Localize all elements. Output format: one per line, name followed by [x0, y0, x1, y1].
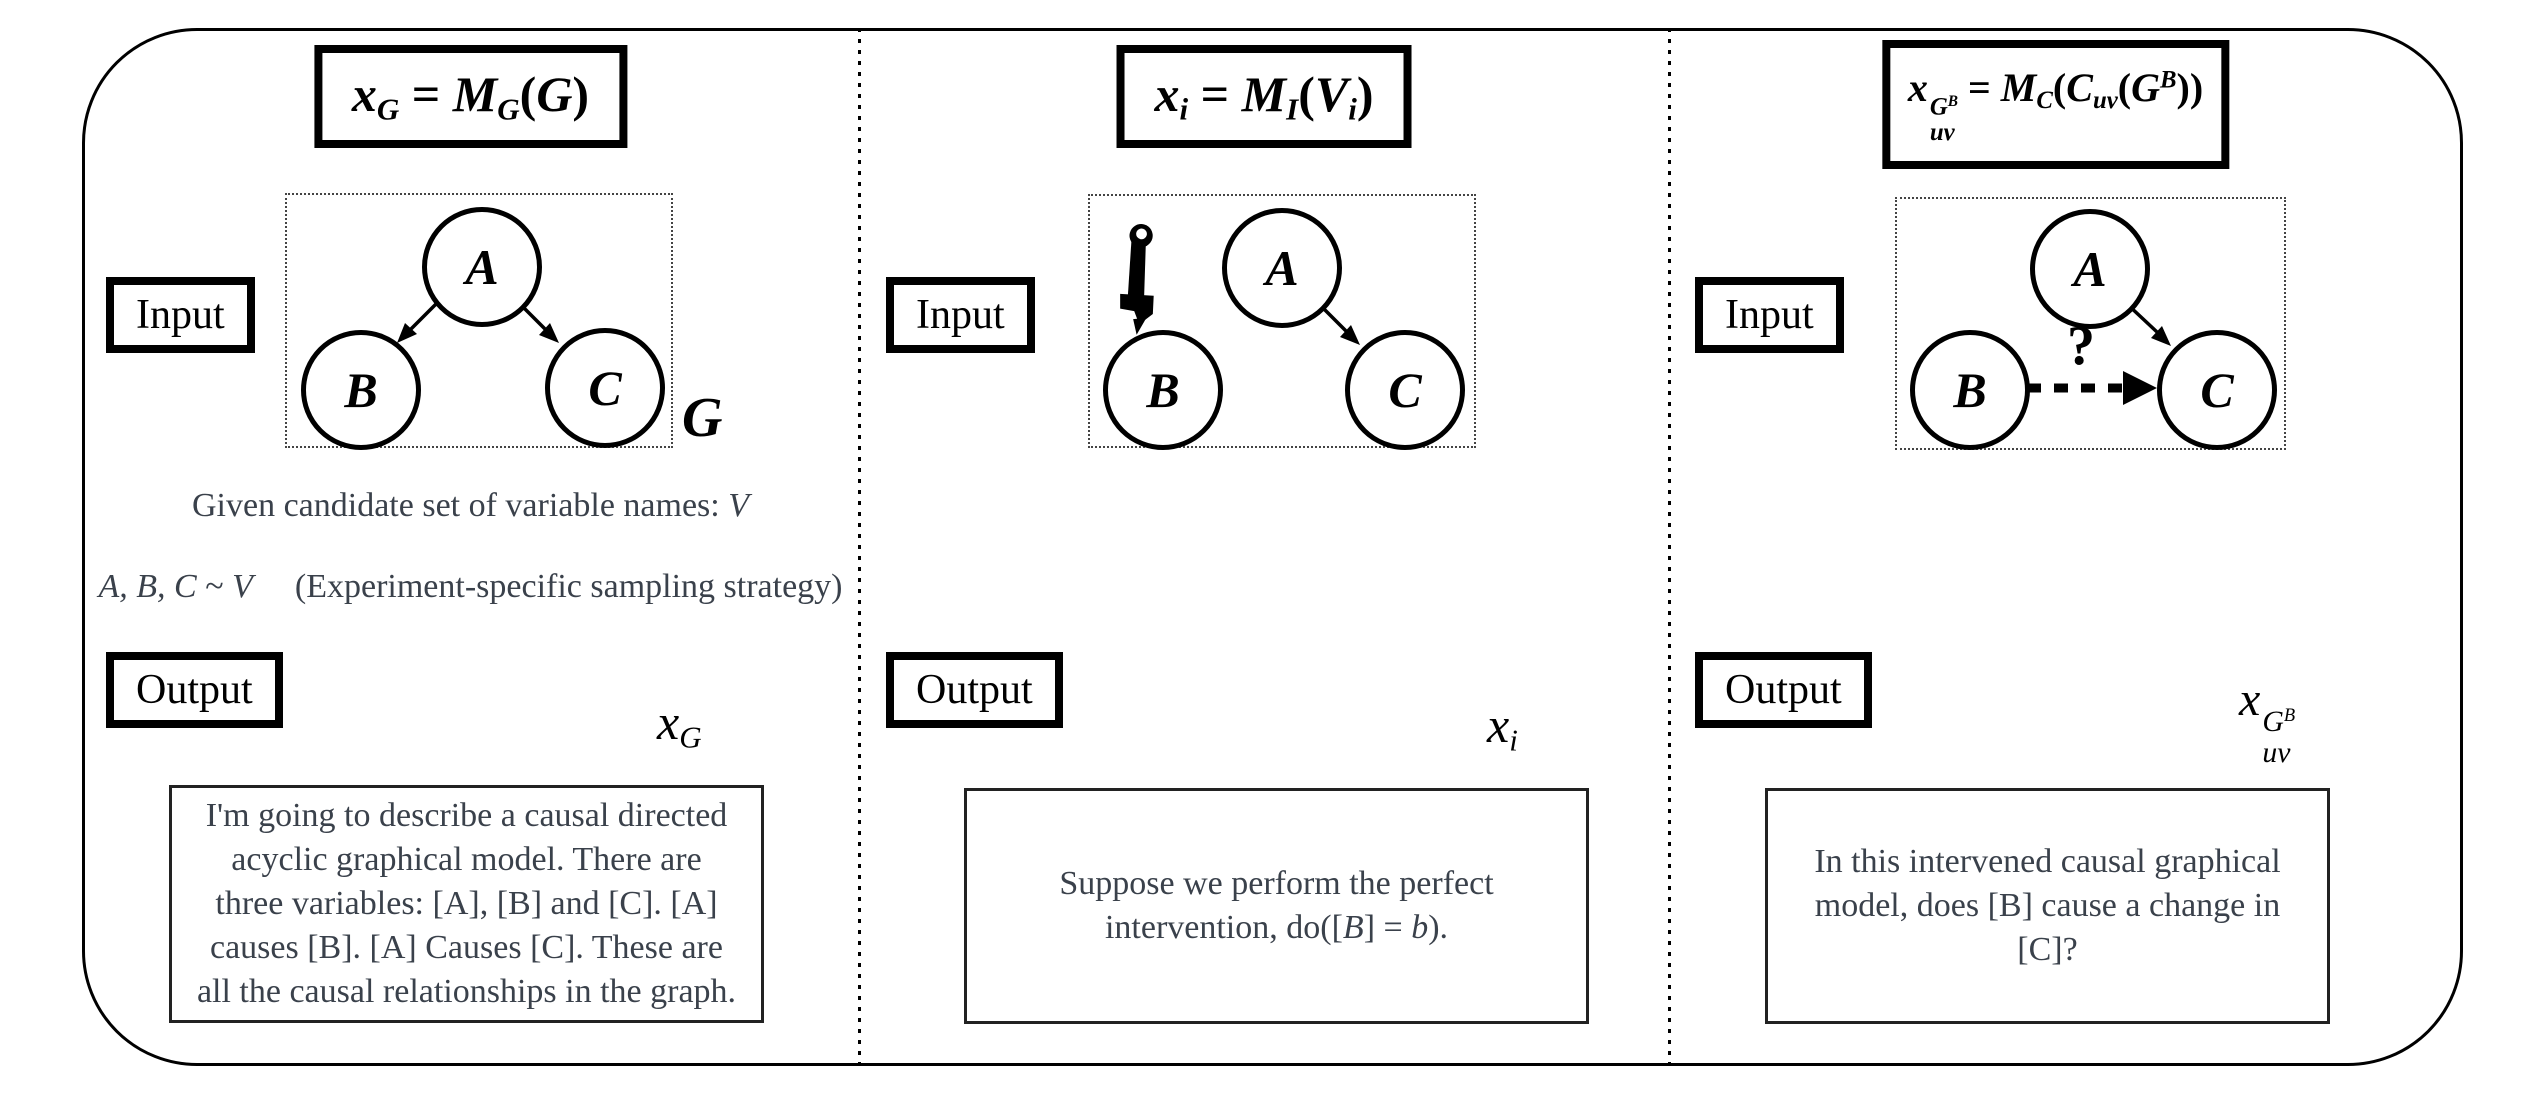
output-text: In this intervened causal graphical mode…	[1814, 842, 2281, 969]
graph-box	[285, 193, 673, 448]
input-label-box: Input	[886, 277, 1035, 353]
node-a-label: A	[465, 239, 499, 295]
node-a: A	[2030, 209, 2150, 329]
node-b-label: B	[1953, 362, 1987, 418]
input-label: Input	[136, 292, 225, 338]
title-formula-box: xi = MI(Vi)	[1116, 45, 1412, 148]
graph-box	[1088, 194, 1476, 448]
node-c-label: C	[588, 360, 622, 416]
output-label-box: Output	[106, 652, 283, 728]
graph-box	[1895, 197, 2286, 450]
node-a: A	[422, 207, 542, 327]
output-text-box: Suppose we perform the perfect intervent…	[964, 788, 1589, 1024]
node-c-label: C	[2200, 362, 2234, 418]
node-c: C	[545, 328, 665, 448]
query-question-mark: ?	[2067, 315, 2095, 377]
graph-name-label: G	[682, 387, 723, 449]
output-text: I'm going to describe a causal directed …	[196, 796, 737, 1011]
sampling-strategy-text: A, B, C ~ V(Experiment-specific sampling…	[98, 568, 843, 605]
candidate-set-text: Given candidate set of variable names: V	[191, 487, 749, 524]
panel-divider-1	[858, 28, 861, 1063]
node-b: B	[1910, 330, 2030, 450]
output-label: Output	[916, 667, 1033, 713]
output-label: Output	[136, 667, 253, 713]
input-label: Input	[1725, 292, 1814, 338]
node-b-label: B	[1146, 362, 1180, 418]
outer-rounded-frame	[82, 28, 2463, 1066]
output-text-box: I'm going to describe a causal directed …	[169, 785, 764, 1023]
input-label-box: Input	[1695, 277, 1844, 353]
panel-graph-description: xG = MG(G) Input A B C G Given candidate…	[82, 0, 859, 1114]
node-c-label: C	[1388, 362, 1422, 418]
node-c: C	[2157, 330, 2277, 450]
output-label-box: Output	[1695, 652, 1872, 728]
panel-divider-2	[1668, 28, 1671, 1063]
output-text-box: In this intervened causal graphical mode…	[1765, 788, 2330, 1024]
panel-intervention: xi = MI(Vi) Input A B C Output xi Suppo	[859, 0, 1669, 1114]
node-a-label: A	[2073, 241, 2107, 297]
node-b-label: B	[344, 362, 378, 418]
input-label: Input	[916, 292, 1005, 338]
output-text: Suppose we perform the perfect intervent…	[1059, 864, 1494, 946]
output-label-box: Output	[886, 652, 1063, 728]
node-a-label: A	[1265, 240, 1299, 296]
output-variable: xG	[657, 694, 702, 755]
node-b: B	[1103, 330, 1223, 450]
node-a: A	[1222, 208, 1342, 328]
wrench-icon	[1105, 222, 1179, 343]
node-c: C	[1345, 330, 1465, 450]
output-label: Output	[1725, 667, 1842, 713]
node-b: B	[301, 330, 421, 450]
title-formula-box: xG = MG(G)	[313, 45, 628, 148]
output-variable: xi	[1487, 697, 1518, 758]
input-label-box: Input	[106, 277, 255, 353]
